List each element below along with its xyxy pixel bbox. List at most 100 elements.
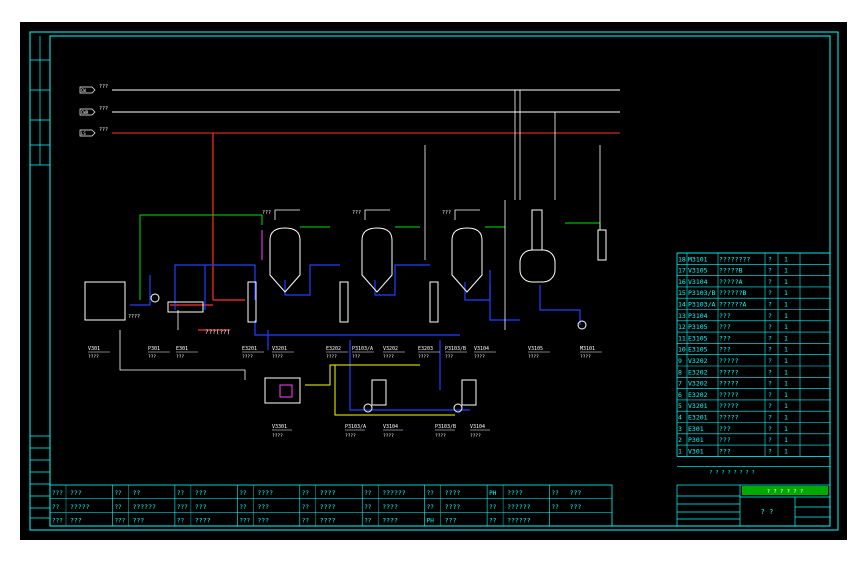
equipment-list-no: 3 bbox=[678, 425, 682, 433]
drawing-title: ? ? bbox=[761, 508, 774, 516]
equipment-list-unit: 1 bbox=[784, 255, 788, 263]
equipment-list-name: ???????? bbox=[719, 255, 750, 263]
cooling-note: ???(??) bbox=[205, 329, 230, 336]
equipment-list-unit: 1 bbox=[784, 301, 788, 309]
legend-symbol: ??? bbox=[52, 518, 63, 525]
legend-symbol: ??? bbox=[177, 504, 188, 511]
lower-tag: V3301 bbox=[272, 424, 287, 430]
legend-symbol: ?? bbox=[177, 518, 185, 525]
equipment-list-qty: ? bbox=[768, 289, 772, 297]
equipment-list-name: ?????B bbox=[719, 267, 743, 275]
equipment-list-qty: ? bbox=[768, 278, 772, 286]
legend-symbol: ?? bbox=[114, 490, 122, 497]
equipment-list-unit: 1 bbox=[784, 414, 788, 422]
equipment-list-name: ?????A bbox=[719, 278, 743, 286]
legend-text: ???? bbox=[382, 503, 398, 511]
legend-text: ???? bbox=[257, 489, 273, 497]
equipment-list-qty: ? bbox=[768, 391, 772, 399]
equipment-list-unit: 1 bbox=[784, 402, 788, 410]
legend-text: ????? bbox=[70, 503, 90, 511]
legend-symbol: ?? bbox=[489, 504, 497, 511]
legend-symbol: ?? bbox=[427, 490, 435, 497]
legend-text: ?? bbox=[132, 489, 140, 497]
steam-lines bbox=[170, 133, 245, 331]
equipment-list-no: 9 bbox=[678, 357, 682, 365]
equipment-list-tag: M3101 bbox=[688, 255, 708, 263]
lower-tag: P3103/A bbox=[345, 424, 366, 430]
equipment-list-tag: E3202 bbox=[688, 368, 708, 376]
feed-tank bbox=[84, 281, 126, 321]
title-stamp-bar bbox=[742, 486, 828, 495]
equipment-tag: E3203 bbox=[418, 346, 433, 352]
pump-b bbox=[453, 403, 463, 413]
equipment-list-no: 7 bbox=[678, 380, 682, 388]
lower-equipment-tags: V3301????P3103/A????V3104????P3103/B????… bbox=[272, 424, 490, 439]
title-stamp: ? ? ? ? ? ? bbox=[767, 489, 803, 495]
vapor-label-3: ??? bbox=[442, 210, 451, 216]
equipment-list-unit: 1 bbox=[784, 357, 788, 365]
equipment-desc: ???? bbox=[272, 354, 283, 360]
utility-headers: CW???CWR???LS??? bbox=[79, 84, 620, 137]
equipment-list-qty: ? bbox=[768, 323, 772, 331]
equipment-list-name: ??? bbox=[719, 312, 731, 320]
equipment-list-tag: P3103/B bbox=[688, 289, 715, 297]
legend-symbol: ?? bbox=[364, 504, 372, 511]
legend-text: ???? bbox=[445, 503, 461, 511]
equipment-tag: E3201 bbox=[242, 346, 257, 352]
legend-text: ??? bbox=[132, 517, 144, 525]
equipment-desc: ???? bbox=[474, 354, 485, 360]
legend-symbol: ?? bbox=[302, 518, 310, 525]
equipment-tags: V301????P301???E301???E3201????V3201????… bbox=[88, 346, 602, 360]
condenser-2 bbox=[339, 281, 349, 323]
equipment-tag: E3202 bbox=[326, 346, 341, 352]
evaporator-3 bbox=[451, 227, 483, 293]
header-label: ??? bbox=[99, 84, 108, 90]
process-lines bbox=[130, 264, 581, 411]
legend-text: ??? bbox=[257, 517, 269, 525]
header-tag: CW bbox=[81, 88, 86, 93]
legend-table: ????????????????????????????????????????… bbox=[49, 484, 613, 527]
legend-symbol: ?? bbox=[302, 504, 310, 511]
equipment-list-tag: V3105 bbox=[688, 267, 708, 275]
equipment-list-no: 11 bbox=[678, 334, 686, 342]
equipment-tag: E301 bbox=[176, 346, 188, 352]
equipment-list-name: ????? bbox=[719, 391, 739, 399]
lower-desc: ???? bbox=[383, 433, 394, 439]
product-lines bbox=[305, 364, 455, 416]
preheater bbox=[167, 301, 204, 313]
header-label: ??? bbox=[99, 106, 108, 112]
legend-text: ???? bbox=[195, 517, 211, 525]
feed-pump bbox=[150, 293, 160, 303]
legend-symbol: ?? bbox=[364, 490, 372, 497]
lower-desc: ???? bbox=[470, 433, 481, 439]
equipment-tag: V3202 bbox=[383, 346, 398, 352]
equipment-list-tag: V3202 bbox=[688, 380, 708, 388]
legend-text: ??? bbox=[570, 489, 582, 497]
equipment-list-qty: ? bbox=[768, 312, 772, 320]
equipment-list-tag: V301 bbox=[688, 447, 704, 455]
lower-tag: P3103/B bbox=[435, 424, 456, 430]
equipment-list-name: ??? bbox=[719, 425, 731, 433]
equipment-desc: ???? bbox=[528, 354, 539, 360]
legend-symbol: PH bbox=[427, 518, 435, 525]
equipment-list-no: 6 bbox=[678, 391, 682, 399]
equipment-list-unit: 1 bbox=[784, 278, 788, 286]
equipment-list-tag: P3103/A bbox=[688, 301, 715, 309]
feed-note: ???? bbox=[128, 314, 140, 320]
equipment-list-unit: 1 bbox=[784, 323, 788, 331]
legend-text: ??? bbox=[257, 503, 269, 511]
equipment-list-name: ????? bbox=[719, 414, 739, 422]
equipment-list-no: 14 bbox=[678, 301, 686, 309]
lower-tag: V3104 bbox=[470, 424, 485, 430]
equipment-list-unit: 1 bbox=[784, 447, 788, 455]
legend-symbol: ?? bbox=[302, 490, 310, 497]
legend-symbol: ?? bbox=[489, 518, 497, 525]
equipment-list-unit: 1 bbox=[784, 346, 788, 354]
equipment-list-no: 2 bbox=[678, 436, 682, 444]
title-block bbox=[676, 484, 831, 527]
equipment-desc: ???? bbox=[242, 354, 253, 360]
legend-symbol: ?? bbox=[52, 504, 60, 511]
legend-text: ?????? bbox=[507, 503, 531, 511]
equipment-list-qty: ? bbox=[768, 267, 772, 275]
